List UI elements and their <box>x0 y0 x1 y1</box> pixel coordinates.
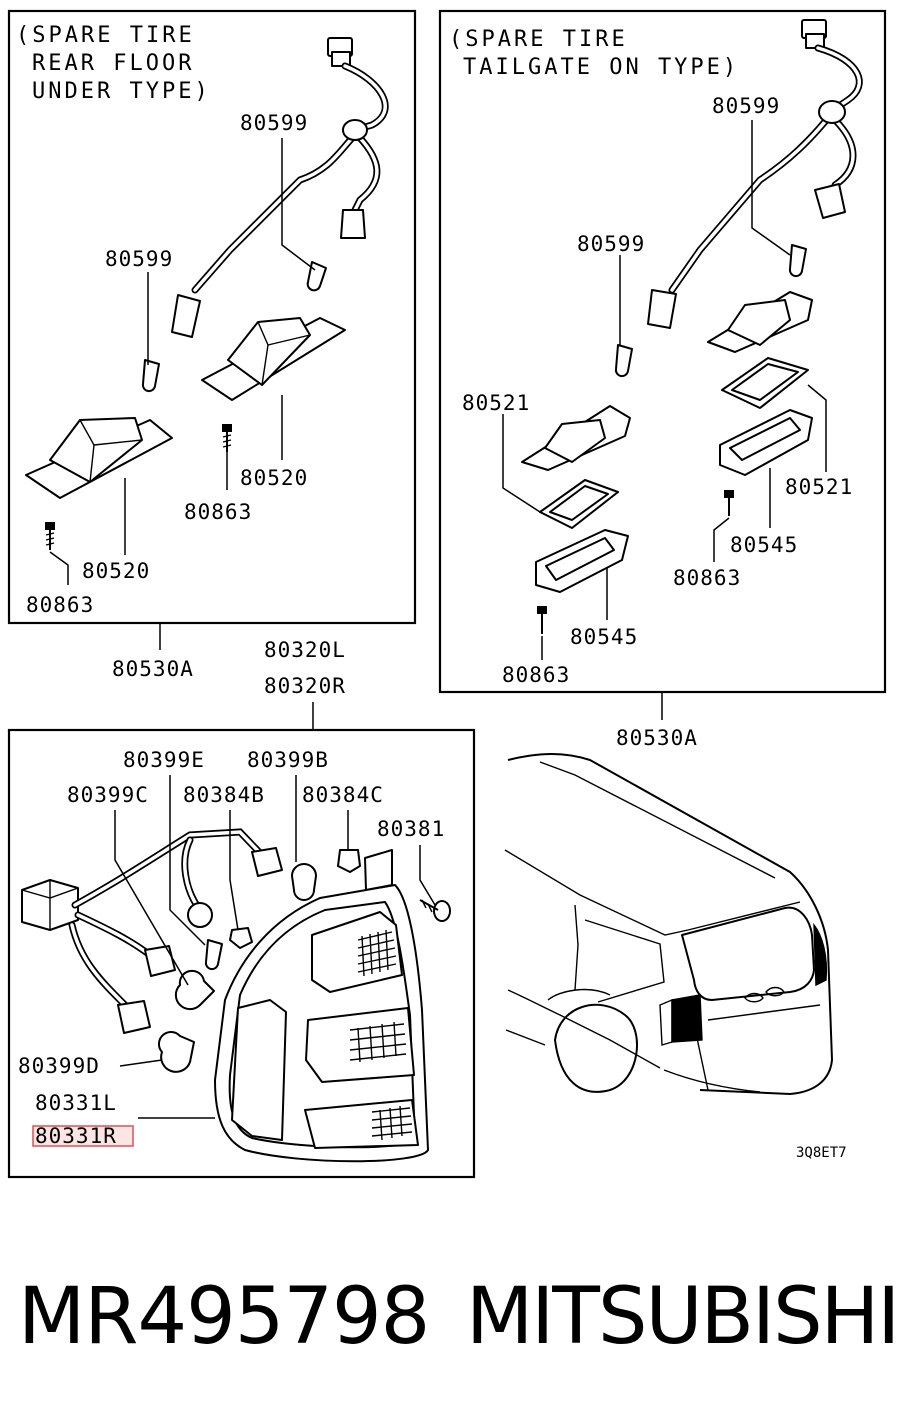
tail-lamp-right-on-vehicle <box>813 922 828 987</box>
label-80399b: 80399B <box>247 748 329 772</box>
label-80599: 80599 <box>577 232 645 256</box>
label-80384b: 80384B <box>183 783 265 807</box>
bulb-80599-lower <box>614 344 633 378</box>
harness-connector-body <box>331 51 351 67</box>
lens-gasket-80521-left <box>539 479 619 529</box>
screw-80863-right <box>724 490 734 516</box>
bulb-socket <box>340 209 366 239</box>
tailgate-handle <box>744 986 785 1003</box>
bulb-socket <box>117 1000 151 1034</box>
label-80320l: 80320L <box>264 638 346 662</box>
panel-tail-lamp: 80399E 80399B 80399C 80384B 80384C 80381… <box>7 728 476 1179</box>
bulb-socket <box>171 294 201 338</box>
bulb-80399c <box>174 969 215 1011</box>
label-80520: 80520 <box>82 559 150 583</box>
clip-80384b <box>229 927 253 949</box>
screw-80381 <box>419 899 451 922</box>
label-80381: 80381 <box>377 817 445 841</box>
label-80599: 80599 <box>240 111 308 135</box>
bulb-socket <box>251 847 283 877</box>
tail-lamp-housing <box>214 849 429 1163</box>
harness-grommet <box>342 119 368 141</box>
panel-rear-floor-note-line1: (SPARE TIRE <box>16 23 195 48</box>
label-80530a: 80530A <box>616 726 698 750</box>
bulb-80399d <box>157 1030 195 1073</box>
label-80599: 80599 <box>105 247 173 271</box>
panel-rear-floor: (SPARE TIRE REAR FLOOR UNDER TYPE) <box>7 9 417 681</box>
label-80863: 80863 <box>26 593 94 617</box>
label-80545: 80545 <box>730 533 798 557</box>
wiring-harness-rear-floor <box>171 37 389 338</box>
label-80399c: 80399C <box>67 783 149 807</box>
tail-lamp-harness <box>21 828 283 1034</box>
panel-tailgate-note-line1: (SPARE TIRE <box>449 27 628 52</box>
bulb-socket <box>144 945 176 977</box>
label-80399e: 80399E <box>123 748 205 772</box>
wiring-harness-tailgate <box>647 19 863 329</box>
panel-rear-floor-frame <box>7 9 417 625</box>
license-lamp-left <box>521 405 631 471</box>
label-80863: 80863 <box>502 663 570 687</box>
panel-rear-floor-note-line2: REAR FLOOR <box>32 51 194 76</box>
bulb-socket-round <box>187 902 213 928</box>
lamp-bezel-80545-left <box>535 529 629 593</box>
part-number: MR495798 <box>18 1272 430 1362</box>
label-80320r: 80320R <box>264 674 346 698</box>
tail-lamp-on-vehicle <box>671 994 703 1043</box>
panel-tailgate-note-line2: TAILGATE ON TYPE) <box>463 55 739 80</box>
bulb-80399b <box>291 863 317 901</box>
label-80521: 80521 <box>462 391 530 415</box>
label-80521: 80521 <box>785 475 853 499</box>
bulb-80599-upper <box>788 244 807 278</box>
panel-rear-floor-note-line3: UNDER TYPE) <box>32 79 211 104</box>
bulb-80399e <box>204 939 223 971</box>
label-80331l: 80331L <box>35 1091 117 1115</box>
label-80520: 80520 <box>240 466 308 490</box>
label-80863: 80863 <box>673 566 741 590</box>
vehicle-rear-view <box>504 753 833 1095</box>
clip-80384c <box>337 849 361 873</box>
label-80545: 80545 <box>570 625 638 649</box>
panel-tailgate: (SPARE TIRE TAILGATE ON TYPE) <box>438 9 887 750</box>
label-80530a: 80530A <box>112 657 194 681</box>
brand-name: MITSUBISHI <box>466 1272 900 1362</box>
label-80863: 80863 <box>184 500 252 524</box>
rear-wheel <box>554 1003 638 1093</box>
license-lamp-right <box>707 291 813 353</box>
label-80331r: 80331R <box>35 1124 117 1148</box>
bulb-80599-lower <box>141 359 160 393</box>
lamp-mount-bracket <box>364 849 393 891</box>
footer: MR495798 MITSUBISHI <box>0 1262 909 1372</box>
drawing-code: 3Q8ET7 <box>796 1145 847 1161</box>
license-lamp-80520-left <box>25 417 173 499</box>
label-80399d: 80399D <box>18 1054 100 1078</box>
rear-window <box>681 906 815 1001</box>
screw-80863-upper <box>222 424 232 452</box>
bulb-80599-upper <box>306 261 327 292</box>
side-reflector <box>231 999 287 1141</box>
panel-tail-lamp-frame <box>7 728 476 1179</box>
lens-gasket-80521-right <box>721 357 809 409</box>
screw-80863-left <box>537 606 547 634</box>
label-80331r-highlight <box>32 1125 134 1147</box>
parts-diagram: (SPARE TIRE REAR FLOOR UNDER TYPE) <box>7 9 887 1179</box>
screw-80863-lower <box>45 522 55 550</box>
lamp-bezel-80545-right <box>719 409 813 476</box>
license-lamp-80520-right <box>201 317 346 401</box>
label-80384c: 80384C <box>302 783 384 807</box>
label-80599: 80599 <box>712 94 780 118</box>
